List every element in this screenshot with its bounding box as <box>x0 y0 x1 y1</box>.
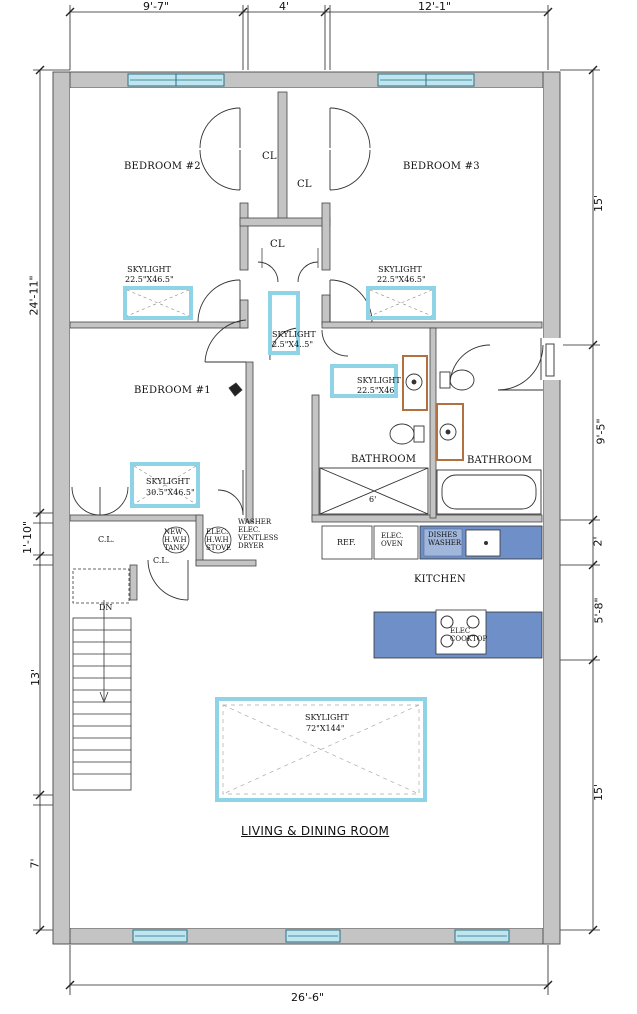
room-bedroom-2: BEDROOM #2 <box>124 161 201 172</box>
skylight-bedroom3-title: SKYLIGHT <box>378 265 422 274</box>
skylight-bedroom1-title: SKYLIGHT <box>146 477 190 486</box>
dim-right-bath: 9'-5" <box>594 418 608 445</box>
closet-utility: C.L. <box>153 556 170 565</box>
dim-right-bottom: 15' <box>592 783 606 802</box>
room-living-dining: LIVING & DINING ROOM <box>241 824 390 838</box>
kitchen-counter <box>373 525 543 659</box>
skylight-bedroom2-size: 22.5"X46.5" <box>125 275 174 284</box>
skylight-bedroom3-size: 22.5"X46.5" <box>377 275 426 284</box>
dim-left-mid: 1'-10" <box>21 520 35 555</box>
skylight-bedroom2 <box>123 286 193 320</box>
dim-right-counter: 2' <box>591 536 605 547</box>
utility-fixtures <box>162 382 243 554</box>
dishwasher-label: DISHES WASHER <box>428 531 462 547</box>
interior-walls <box>69 91 543 601</box>
elec-hwh-label: ELEC. H.W.H STOVE <box>206 528 232 552</box>
skylight-bedroom2-title: SKYLIGHT <box>127 265 171 274</box>
hwh-tank-label: NEW H.W.H TANK <box>164 528 187 552</box>
room-bathroom-left: BATHROOM <box>351 454 417 465</box>
refrigerator-label: REF. <box>337 538 356 547</box>
skylight-bedroom3 <box>366 286 436 320</box>
oven-label: ELEC. OVEN <box>381 532 404 548</box>
skylight-hall <box>268 291 300 355</box>
dim-bottom: 26'-6" <box>291 991 325 1004</box>
stair-down-label: DN <box>99 603 113 612</box>
dim-top-right: 12'-1" <box>418 0 452 13</box>
room-bathroom-right: BATHROOM <box>467 455 533 466</box>
skylight-living <box>215 697 427 802</box>
skylight-bedroom1 <box>130 462 200 508</box>
dim-top-left: 9'-7" <box>143 0 170 13</box>
skylight-bath-title: SKYLIGHT <box>357 376 401 385</box>
skylight-bath <box>330 364 398 398</box>
closet-bedroom-1: C.L. <box>98 535 115 544</box>
skylight-bedroom1-size: 30.5"X46.5" <box>146 488 195 497</box>
skylight-hall-size: 2.5"X4..5" <box>272 340 314 349</box>
skylight-hall-title: SKYLIGHT <box>272 330 316 339</box>
dim-right-kitchen: 5'-8" <box>592 597 606 624</box>
skylight-bath-size: 22.5"X46 <box>357 386 395 395</box>
dim-right-top: 15' <box>592 194 606 213</box>
dim-left-stair: 13' <box>29 668 43 687</box>
dim-left-upper: 24'-11" <box>27 275 41 316</box>
closet-2: CL <box>297 179 312 190</box>
cooktop-label: ELEC COOKTOP <box>450 627 488 643</box>
dim-left-bottom: 7' <box>28 858 42 869</box>
stairs <box>72 568 132 791</box>
closet-1: CL <box>262 151 277 162</box>
windows <box>127 73 510 943</box>
bathroom-fixtures <box>319 369 542 515</box>
closet-3: CL <box>270 239 285 250</box>
kitchen-appliances <box>321 525 419 560</box>
skylight-living-size: 72"X144" <box>306 724 345 733</box>
room-bedroom-3: BEDROOM #3 <box>403 161 480 172</box>
room-bedroom-1: BEDROOM #1 <box>134 385 211 396</box>
doors <box>71 107 544 601</box>
skylight-living-title: SKYLIGHT <box>305 713 349 722</box>
vanity-outlines <box>402 355 464 461</box>
shower-dimension: 6' <box>369 495 377 504</box>
washer-dryer-label: WASHER ELEC. VENTLESS DRYER <box>238 518 279 550</box>
dim-top-middle: 4' <box>279 0 290 13</box>
room-kitchen: KITCHEN <box>414 574 466 585</box>
